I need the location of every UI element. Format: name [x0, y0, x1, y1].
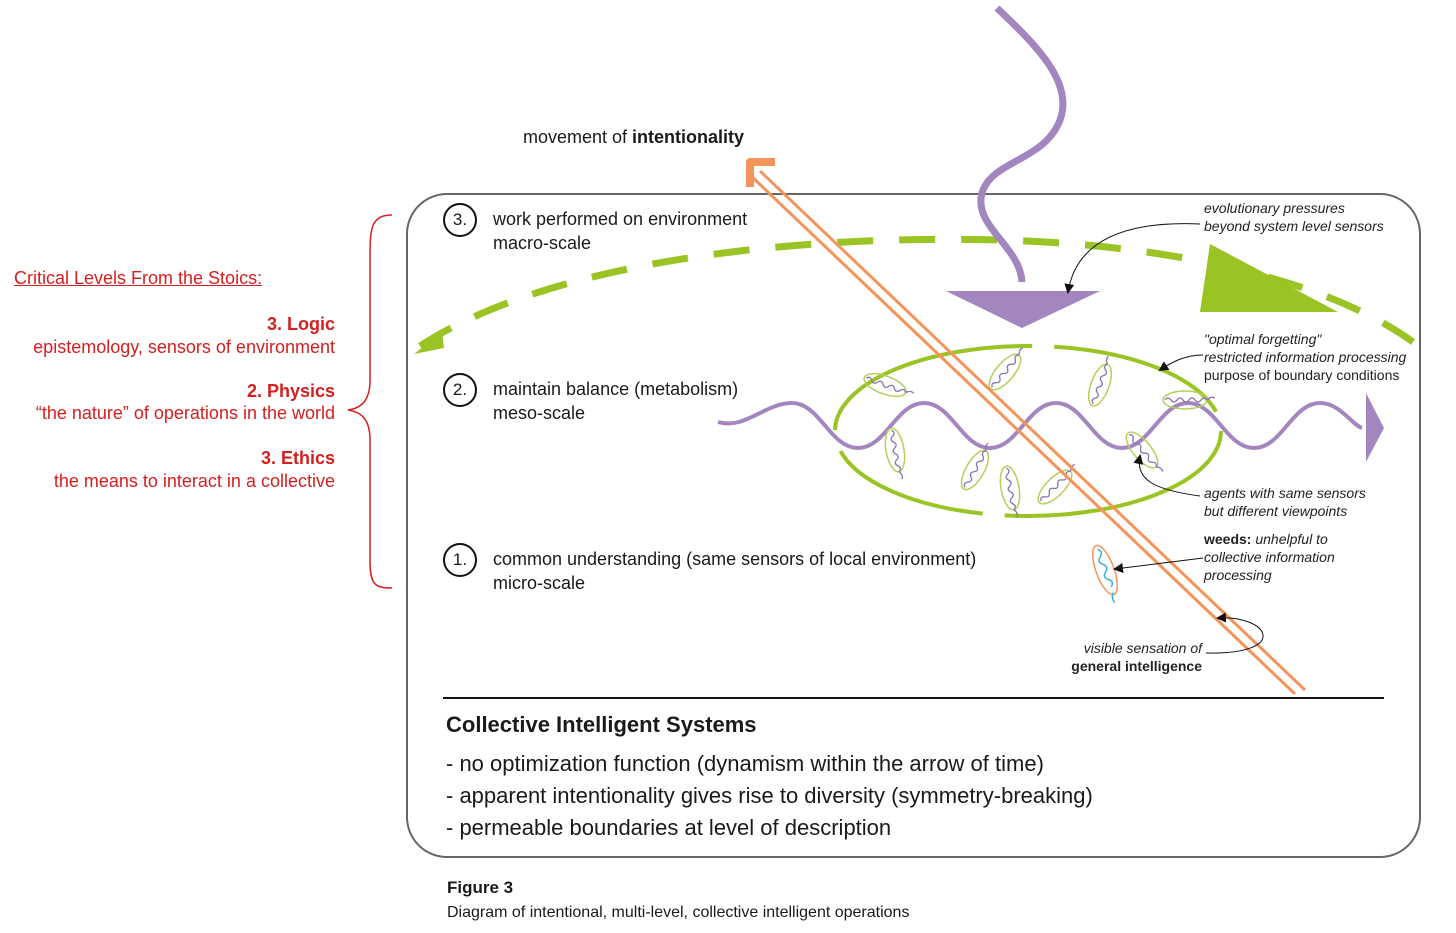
figure-caption: Diagram of intentional, multi-level, col…: [447, 904, 910, 921]
agent: [960, 442, 990, 491]
stoics-ethics-title: 3. Ethics: [260, 448, 335, 468]
intentionality-arrow-b: [748, 173, 1297, 696]
agent: [1162, 390, 1216, 410]
level-2-badge: 2.: [443, 373, 477, 407]
annotation-forgetting-2: restricted information processing: [1204, 349, 1407, 365]
meso-boundary-ellipse: [833, 344, 1223, 518]
macro-arc-left-head: [414, 332, 444, 354]
macro-arc-right-head: [1200, 244, 1338, 312]
agent: [884, 427, 906, 480]
level-2-line2: meso-scale: [493, 403, 586, 423]
annotation-evolutionary-2: beyond system level sensors: [1204, 218, 1384, 234]
callout-visible: [1205, 612, 1264, 654]
callout-forgetting: [1158, 354, 1204, 372]
level-1-badge: 1.: [443, 543, 477, 577]
intentionality-prefix: movement of: [523, 127, 633, 147]
annotation-evolutionary-1: evolutionary pressures: [1204, 200, 1345, 216]
level-1-line2: micro-scale: [493, 573, 586, 593]
annotation-weeds-1: weeds: unhelpful to: [1204, 530, 1328, 548]
agent: [863, 372, 915, 398]
level-1-line1: common understanding (same sensors of lo…: [493, 549, 977, 569]
level-3-line2: macro-scale: [493, 233, 592, 253]
intentionality-emph: intentionality: [632, 127, 745, 147]
evolution-wave-head: [946, 291, 1100, 328]
level-3-line1: work performed on environment: [493, 209, 748, 229]
intentionality-arrow-head: [746, 158, 775, 187]
stoics-brace: [347, 214, 393, 589]
level-2-line1: maintain balance (metabolism): [493, 379, 739, 399]
cis-item-3: - permeable boundaries at level of descr…: [446, 815, 892, 840]
cis-item-2: - apparent intentionality gives rise to …: [446, 783, 1093, 808]
macro-boundary-arc: [418, 235, 1416, 349]
stoics-heading: Critical Levels From the Stoics:: [14, 268, 263, 288]
stoics-logic-desc: epistemology, sensors of environment: [33, 337, 335, 357]
annotation-weeds-2: collective information: [1204, 549, 1335, 565]
agent: [1087, 355, 1113, 407]
annotation-general: general intelligence: [1071, 658, 1202, 674]
stoics-physics-desc: “the nature” of operations in the world: [35, 403, 335, 423]
weed-agent: [1091, 544, 1119, 604]
intentionality-label: movement of intentionality: [523, 127, 744, 148]
figure-label: Figure 3: [447, 878, 514, 897]
stoics-ethics-desc: the means to interact in a collective: [53, 471, 335, 491]
agent: [999, 465, 1021, 518]
annotation-weeds-text-1: unhelpful to: [1255, 531, 1328, 547]
annotation-weeds-label: weeds:: [1204, 531, 1252, 547]
annotation-forgetting-1: "optimal forgetting": [1204, 331, 1322, 347]
annotation-forgetting-3: purpose of boundary conditions: [1204, 367, 1400, 383]
metabolism-wave: [717, 400, 1363, 451]
annotation-agents-2: but different viewpoints: [1204, 503, 1348, 519]
cis-item-1: - no optimization function (dynamism wit…: [446, 751, 1044, 776]
metabolism-wave-head: [1366, 393, 1384, 462]
callout-agents: [1133, 454, 1201, 497]
annotation-agents-1: agents with same sensors: [1204, 485, 1366, 501]
stoics-physics-title: 2. Physics: [246, 381, 335, 401]
annotation-weeds-3: processing: [1204, 567, 1272, 583]
stoics-logic-title: 3. Logic: [266, 314, 335, 334]
cis-title: Collective Intelligent Systems: [446, 712, 757, 737]
system-frame: [406, 193, 1421, 858]
evolution-wave: [977, 5, 1067, 283]
level-3-badge: 3.: [443, 203, 477, 237]
callout-weeds: [1113, 557, 1204, 573]
annotation-visible: visible sensation of: [1083, 640, 1202, 656]
intentionality-arrow-a: [758, 169, 1307, 692]
agent: [988, 347, 1024, 391]
callout-evolutionary: [1064, 223, 1201, 294]
